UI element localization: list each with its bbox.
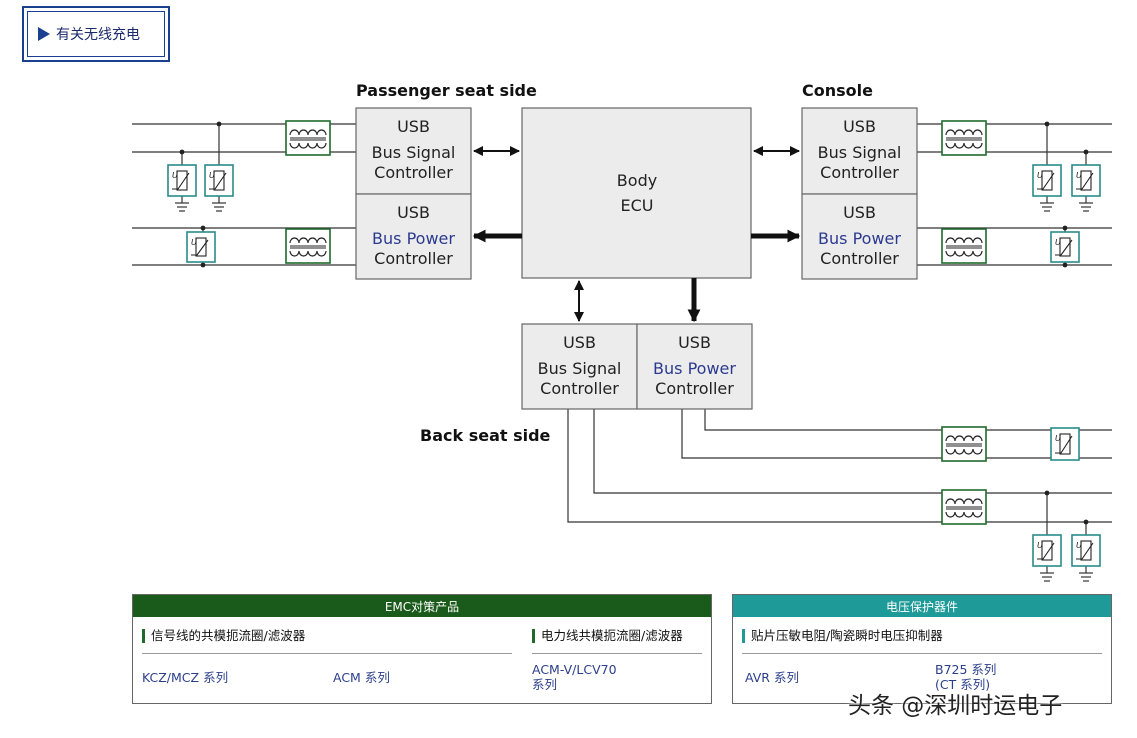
svg-text:Controller: Controller (820, 249, 899, 268)
console-signal-controller: USB Bus Signal Controller (801, 107, 918, 195)
svg-text:Controller: Controller (374, 249, 453, 268)
emc-signal-heading: 信号线的共模扼流圈/滤波器 (142, 629, 305, 643)
svg-text:USB: USB (397, 117, 430, 136)
svg-text:U: U (191, 238, 197, 247)
avr-series-link[interactable]: AVR 系列 (745, 670, 799, 685)
svg-text:Bus Power: Bus Power (372, 229, 455, 248)
passenger-seat-side-title: Passenger seat side (356, 81, 537, 100)
varistor-icon: U (1071, 164, 1101, 197)
svg-text:U: U (1037, 171, 1043, 180)
svg-text:U: U (1055, 238, 1061, 247)
console-title: Console (802, 81, 873, 100)
wireless-charging-button-frame: 有关无线充电 (27, 11, 165, 57)
varistor-icon: U (1071, 534, 1101, 567)
source-watermark: 头条 @深圳时运电子 (848, 693, 1063, 719)
ecu-label-line1: Body (617, 171, 657, 190)
kcz-mcz-series-link[interactable]: KCZ/MCZ 系列 (142, 670, 229, 685)
svg-text:USB: USB (843, 117, 876, 136)
svg-text:U: U (209, 171, 215, 180)
play-triangle-icon (38, 27, 50, 41)
ct-series-link[interactable]: (CT 系列) (935, 677, 991, 692)
svg-text:Controller: Controller (820, 163, 899, 182)
varistor-icon: U (1050, 231, 1080, 263)
svg-text:Controller: Controller (540, 379, 619, 398)
varistor-icon: U (186, 231, 216, 263)
svg-text:Bus Signal: Bus Signal (372, 143, 456, 162)
emc-divider-right (532, 653, 702, 654)
svg-text:Bus Power: Bus Power (818, 229, 901, 248)
svg-text:USB: USB (563, 333, 596, 352)
ground-icon (1079, 202, 1093, 212)
ground-symbols (175, 202, 1093, 582)
svg-text:U: U (1055, 434, 1061, 443)
voltage-protection-panel: 电压保护器件 (732, 594, 1112, 704)
svg-text:USB: USB (678, 333, 711, 352)
svg-text:U: U (172, 171, 178, 180)
back-power-controller: USB Bus Power Controller (636, 323, 753, 410)
ground-icon (1040, 572, 1054, 582)
choke-icon (941, 426, 987, 462)
acm-v-lcv70-series-link-suffix[interactable]: 系列 (532, 677, 558, 692)
emc-products-panel: EMC对策产品 (132, 594, 712, 704)
varistors: U U U U U U U U U (167, 164, 1101, 567)
passenger-power-controller: USB Bus Power Controller (355, 193, 472, 280)
back-signal-controller: USB Bus Signal Controller (521, 323, 638, 410)
varistor-icon: U (167, 164, 197, 197)
passenger-signal-controller: USB Bus Signal Controller (355, 107, 472, 195)
svg-text:USB: USB (397, 203, 430, 222)
ground-icon (212, 202, 226, 212)
varistor-icon: U (1032, 164, 1062, 197)
voltage-divider (742, 653, 1102, 654)
ecu-label-line2: ECU (621, 196, 654, 215)
svg-text:USB: USB (843, 203, 876, 222)
ground-icon (1079, 572, 1093, 582)
varistor-icon: U (1050, 427, 1080, 461)
svg-text:Bus Signal: Bus Signal (818, 143, 902, 162)
voltage-heading: 贴片压敏电阻/陶瓷瞬时电压抑制器 (742, 629, 943, 643)
choke-icon (285, 228, 331, 264)
choke-icon (941, 489, 987, 525)
varistor-icon: U (1032, 534, 1062, 567)
ground-icon (1040, 202, 1054, 212)
svg-text:Controller: Controller (374, 163, 453, 182)
ground-icon (175, 202, 189, 212)
data-arrows (472, 146, 801, 323)
console-power-controller: USB Bus Power Controller (801, 193, 918, 280)
svg-text:Controller: Controller (655, 379, 734, 398)
emc-divider-left (142, 653, 512, 654)
emc-power-heading: 电力线共模扼流圈/滤波器 (532, 629, 683, 643)
body-ecu-block: Body ECU (521, 107, 752, 279)
acm-series-link[interactable]: ACM 系列 (333, 670, 390, 685)
choke-icon (941, 120, 987, 156)
acm-v-lcv70-series-link[interactable]: ACM-V/LCV70 (532, 662, 617, 677)
back-seat-side-title: Back seat side (420, 426, 551, 445)
varistor-icon: U (204, 164, 234, 197)
svg-text:U: U (1076, 541, 1082, 550)
svg-text:Bus Signal: Bus Signal (538, 359, 622, 378)
voltage-panel-title: 电压保护器件 (733, 595, 1111, 617)
svg-text:U: U (1076, 171, 1082, 180)
b725-series-link[interactable]: B725 系列 (935, 662, 997, 677)
svg-text:Bus Power: Bus Power (653, 359, 736, 378)
common-mode-chokes (285, 120, 987, 525)
wireless-charging-button-label: 有关无线充电 (56, 27, 140, 43)
choke-icon (941, 228, 987, 264)
wireless-charging-button[interactable]: 有关无线充电 (22, 6, 170, 62)
choke-icon (285, 120, 331, 156)
svg-text:U: U (1037, 541, 1043, 550)
emc-panel-title: EMC对策产品 (133, 595, 711, 617)
